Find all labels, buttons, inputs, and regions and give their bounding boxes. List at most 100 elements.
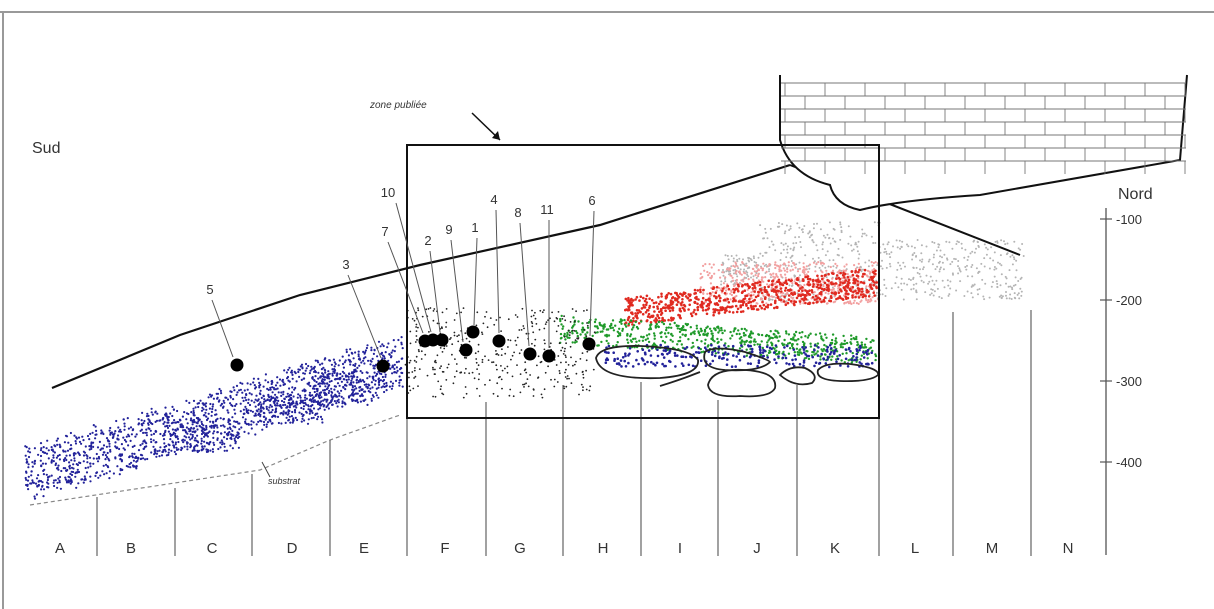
scatter-point xyxy=(302,372,305,375)
scatter-point xyxy=(116,434,120,437)
scatter-point xyxy=(457,340,460,343)
scatter-point xyxy=(838,295,842,298)
scatter-point xyxy=(223,442,226,445)
scatter-point xyxy=(326,398,329,401)
marker-dot xyxy=(523,347,537,361)
scatter-point xyxy=(801,289,804,293)
scatter-point xyxy=(411,371,414,373)
scatter-point xyxy=(730,265,733,268)
scatter-point xyxy=(773,263,777,266)
scatter-point xyxy=(973,283,976,286)
marker-label-6: 6 xyxy=(588,193,595,208)
scatter-point xyxy=(726,254,729,257)
scatter-point xyxy=(213,424,216,427)
scatter-point xyxy=(931,279,934,282)
scatter-point xyxy=(985,246,988,249)
scatter-point xyxy=(638,299,641,302)
scatter-point xyxy=(800,352,803,355)
scatter-point xyxy=(566,377,568,380)
scatter-point xyxy=(318,407,322,410)
scatter-point xyxy=(813,291,816,294)
scatter-point xyxy=(441,351,444,353)
scatter-point xyxy=(254,433,257,436)
scatter-point xyxy=(774,266,777,270)
scatter-point xyxy=(132,459,135,462)
scatter-point xyxy=(740,344,743,347)
scatter-point xyxy=(842,294,846,297)
scatter-point xyxy=(192,421,196,424)
scatter-point xyxy=(314,412,317,415)
scatter-point xyxy=(938,270,941,273)
scatter-point xyxy=(780,290,783,293)
scatter-point xyxy=(301,389,304,392)
scatter-point xyxy=(441,311,444,314)
scatter-point xyxy=(768,246,771,249)
scatter-point xyxy=(822,241,824,244)
scatter-point xyxy=(787,264,790,267)
scatter-point xyxy=(679,336,682,339)
scatter-point xyxy=(656,305,659,308)
scatter-point xyxy=(389,380,392,383)
scatter-point xyxy=(719,306,722,309)
scatter-point xyxy=(562,325,565,328)
scatter-point xyxy=(700,300,704,304)
scatter-point xyxy=(174,441,177,444)
scatter-point xyxy=(657,325,660,329)
scatter-point xyxy=(356,401,359,404)
scatter-point xyxy=(520,349,523,351)
scatter-point xyxy=(456,335,459,338)
scatter-point xyxy=(829,242,832,245)
scatter-point xyxy=(384,351,387,354)
scatter-point xyxy=(706,270,709,274)
scatter-point xyxy=(88,438,91,441)
scatter-point xyxy=(676,327,679,330)
scatter-point xyxy=(704,263,707,266)
scatter-point xyxy=(743,289,747,293)
scatter-point xyxy=(143,447,146,450)
scatter-point xyxy=(317,401,320,405)
scatter-point xyxy=(739,272,742,275)
scatter-point xyxy=(1014,297,1017,300)
scatter-point xyxy=(790,291,793,295)
scatter-point xyxy=(868,270,871,273)
scatter-point xyxy=(57,464,60,467)
scatter-point xyxy=(648,333,651,336)
scatter-point xyxy=(30,474,33,477)
scatter-point xyxy=(31,461,34,464)
scatter-point xyxy=(857,240,860,243)
scatter-point xyxy=(577,337,579,340)
scatter-point xyxy=(252,421,255,424)
scatter-point xyxy=(312,399,316,402)
scatter-point xyxy=(1019,248,1022,251)
scatter-point xyxy=(901,240,904,243)
scatter-point xyxy=(732,257,735,260)
scatter-point xyxy=(249,383,252,386)
scatter-point xyxy=(729,337,732,340)
scatter-point xyxy=(752,275,755,278)
scatter-point xyxy=(839,364,842,367)
scatter-point xyxy=(453,375,456,378)
scatter-point xyxy=(717,340,720,344)
scatter-point xyxy=(772,243,775,246)
scatter-point xyxy=(252,381,255,384)
scatter-point xyxy=(660,300,663,304)
scatter-point xyxy=(519,373,522,375)
scatter-point xyxy=(747,256,750,259)
scatter-point xyxy=(732,354,735,357)
scatter-point xyxy=(750,259,753,262)
scatter-point xyxy=(957,260,960,262)
scatter-point xyxy=(657,320,661,324)
scatter-point xyxy=(684,334,687,338)
scatter-point xyxy=(807,232,810,235)
scatter-point xyxy=(211,405,214,408)
scatter-point xyxy=(603,323,606,326)
scatter-point xyxy=(477,364,480,367)
scatter-point xyxy=(868,278,871,282)
scatter-point xyxy=(817,261,820,264)
scatter-point xyxy=(511,354,514,357)
scatter-point xyxy=(364,398,367,401)
scatter-point xyxy=(349,381,353,384)
scatter-point xyxy=(242,408,245,411)
scatter-point xyxy=(607,351,610,355)
scatter-point xyxy=(886,243,889,246)
